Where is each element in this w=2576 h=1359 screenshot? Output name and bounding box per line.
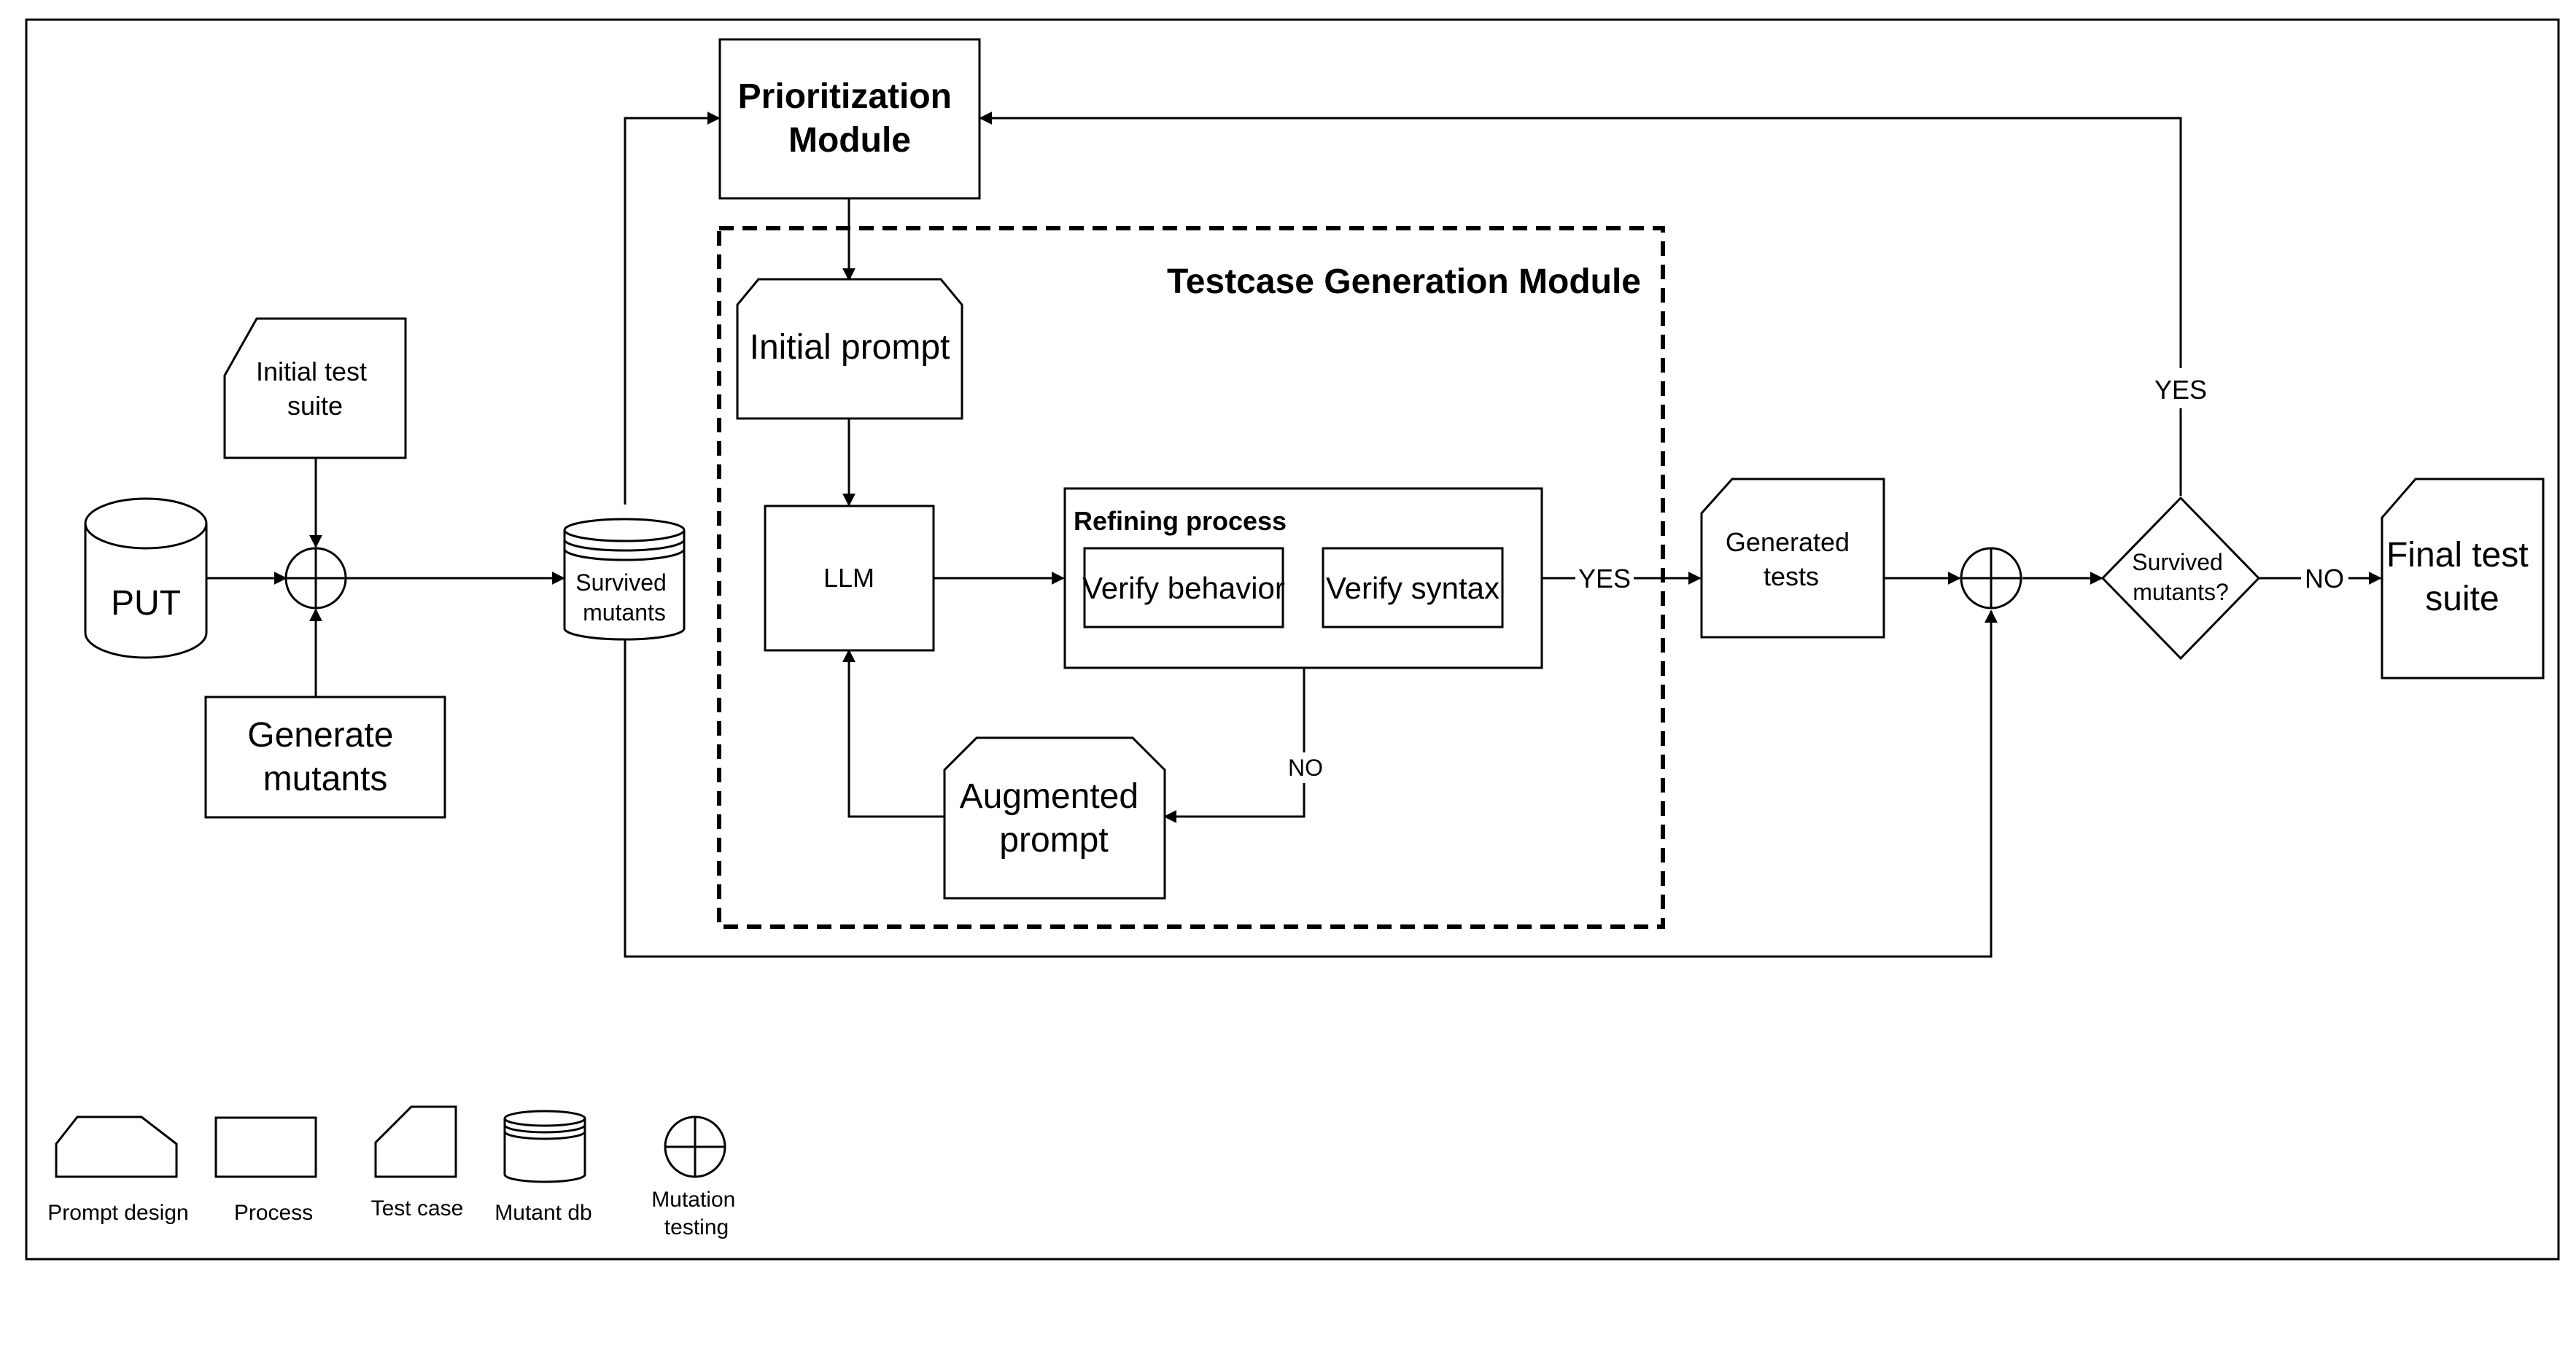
initial-test-suite-label: Initial test suite	[256, 357, 374, 421]
augmented-prompt-node: Augmented prompt	[943, 736, 1166, 900]
initial-prompt-node: Initial prompt	[736, 278, 963, 420]
prioritization-module-label: Prioritization Module	[738, 77, 962, 160]
legend-prompt-design: Prompt design	[47, 1115, 189, 1225]
survived-mutants-db-node: Survived mutants	[563, 518, 686, 641]
refine-no-label: NO	[1288, 755, 1323, 781]
legend-test-case: Test case	[371, 1105, 464, 1220]
legend-test-case-label: Test case	[371, 1196, 464, 1220]
legend-mutant-db-label: Mutant db	[494, 1201, 591, 1225]
survived-mutants-decision-node: Survived mutants?	[2100, 496, 2261, 661]
generated-tests-node: Generated tests	[1700, 478, 1885, 639]
augmented-prompt-label: Augmented prompt	[960, 777, 1149, 860]
legend-mutation-testing-label: Mutation testing	[651, 1188, 741, 1239]
verify-syntax-node: Verify syntax	[1322, 547, 1504, 628]
outer-frame	[25, 18, 2560, 1261]
legend: Prompt design Process Test case Mutant d…	[47, 1105, 741, 1239]
decision-no-label: NO	[2305, 564, 2344, 593]
legend-process-label: Process	[234, 1201, 313, 1225]
edge-survived-db-to-merge2	[624, 610, 1998, 958]
put-node: PUT	[84, 497, 208, 659]
final-test-suite-label: Final test suite	[2386, 536, 2538, 618]
survived-mutants-db-label: Survived mutants	[575, 569, 672, 626]
generate-mutants-node: Generate mutants	[204, 696, 446, 819]
legend-prompt-design-label: Prompt design	[47, 1201, 188, 1225]
verify-behavior-node: Verify behavior	[1082, 547, 1285, 628]
llm-label: LLM	[823, 563, 874, 593]
legend-mutant-db: Mutant db	[494, 1110, 592, 1225]
generated-tests-label: Generated tests	[1726, 527, 1857, 591]
testcase-generation-module-container: Testcase Generation Module	[717, 226, 1665, 929]
connectors	[207, 112, 2382, 958]
verify-syntax-label: Verify syntax	[1326, 571, 1500, 605]
edge-no-to-augmented-prompt	[1163, 783, 1306, 823]
refining-process-node: Refining process Verify behavior Verify …	[1063, 487, 1543, 669]
initial-test-suite-node: Initial test suite	[223, 317, 407, 459]
prioritization-module-node: Prioritization Module	[718, 38, 981, 200]
mutation-testing-merge-2	[1960, 547, 2022, 610]
verify-behavior-label: Verify behavior	[1082, 571, 1285, 605]
initial-prompt-label: Initial prompt	[750, 328, 950, 367]
mutation-testing-merge-1	[284, 547, 347, 610]
decision-yes-label: YES	[2154, 375, 2207, 405]
put-label: PUT	[111, 584, 181, 623]
generate-mutants-label: Generate mutants	[247, 716, 403, 798]
testcase-generation-module-title: Testcase Generation Module	[1167, 262, 1641, 301]
edge-labels: YES NO YES NO	[1288, 375, 2344, 781]
legend-mutation-testing: Mutation testing	[651, 1115, 741, 1239]
edge-yes-to-prioritization	[979, 112, 2182, 368]
final-test-suite-node: Final test suite	[2381, 478, 2545, 680]
llm-node: LLM	[764, 505, 935, 652]
edge-survived-db-to-prioritization	[624, 112, 721, 505]
survived-mutants-decision-label: Survived mutants?	[2132, 549, 2229, 605]
refining-process-label: Refining process	[1074, 506, 1287, 536]
refine-yes-label: YES	[1578, 564, 1631, 593]
legend-process: Process	[214, 1116, 317, 1225]
edge-augmented-prompt-to-llm	[842, 649, 944, 818]
